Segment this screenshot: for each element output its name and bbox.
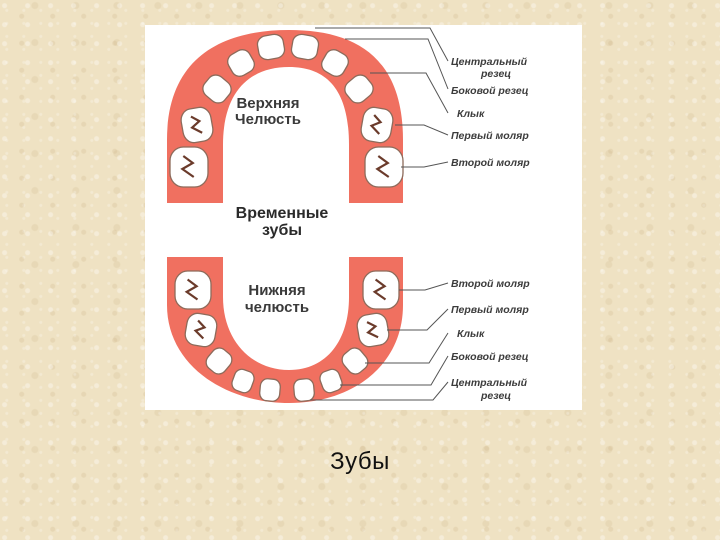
leader-lines xyxy=(310,27,449,401)
upper-gum-arch xyxy=(167,30,403,203)
label-upper-central-incisor-2: резец xyxy=(480,68,511,80)
lower-tooth-fissure xyxy=(366,321,379,339)
upper-jaw-title-line1: Верхняя xyxy=(236,95,299,112)
upper-jaw-title-line2: Челюсть xyxy=(235,111,301,128)
lower-tooth xyxy=(205,347,233,375)
lower-tooth-fissure xyxy=(184,278,199,301)
upper-tooth-crown xyxy=(180,106,214,144)
leader-line xyxy=(395,124,449,136)
upper-tooth-crown xyxy=(321,49,349,77)
leader-line xyxy=(345,38,449,90)
upper-tooth-crown xyxy=(202,74,232,104)
lower-tooth-crown xyxy=(293,378,315,402)
leader-line xyxy=(310,381,449,401)
lower-tooth xyxy=(174,270,212,310)
lower-tooth xyxy=(362,270,400,310)
label-lower-first-molar: Первый моляр xyxy=(451,304,529,316)
lower-tooth xyxy=(319,368,343,394)
leader-line xyxy=(387,308,449,331)
leader-line xyxy=(365,332,449,364)
label-upper-central-incisor-1: Центральный xyxy=(451,56,528,68)
lower-tooth-crown xyxy=(259,378,281,402)
lower-tooth-crown xyxy=(231,368,255,394)
upper-teeth xyxy=(169,33,404,188)
lower-teeth xyxy=(174,270,400,402)
upper-tooth xyxy=(227,49,255,77)
slide-caption: Зубы xyxy=(330,448,390,475)
lower-tooth xyxy=(259,378,281,402)
lower-tooth-fissure xyxy=(193,319,207,340)
lower-tooth xyxy=(356,312,390,348)
center-title-line2: зубы xyxy=(262,222,302,239)
upper-tooth xyxy=(202,74,232,104)
label-lower-central-incisor-2: резец xyxy=(480,390,511,402)
upper-tooth-crown xyxy=(360,106,394,144)
upper-tooth-fissure xyxy=(190,115,203,134)
lower-tooth-crown xyxy=(341,347,369,375)
teeth-diagram: Верхняя Челюсть Временные зубы Нижняя че… xyxy=(145,25,582,410)
upper-tooth xyxy=(364,146,404,188)
upper-tooth xyxy=(344,74,374,104)
label-upper-lateral-incisor: Боковой резец xyxy=(451,85,529,97)
upper-tooth xyxy=(256,33,286,61)
leader-line xyxy=(315,27,449,62)
upper-tooth xyxy=(180,106,214,144)
upper-tooth-fissure xyxy=(375,155,390,178)
upper-tooth xyxy=(290,33,320,61)
upper-tooth xyxy=(321,49,349,77)
label-lower-canine: Клык xyxy=(457,328,485,340)
lower-tooth xyxy=(293,378,315,402)
leader-line xyxy=(399,282,449,291)
lower-tooth-crown xyxy=(174,270,212,310)
upper-tooth-crown xyxy=(227,49,255,77)
label-upper-second-molar: Второй моляр xyxy=(451,157,530,169)
upper-tooth-crown xyxy=(364,146,404,188)
upper-tooth xyxy=(360,106,394,144)
lower-tooth-crown xyxy=(356,312,390,348)
label-lower-lateral-incisor: Боковой резец xyxy=(451,351,529,363)
label-lower-second-molar: Второй моляр xyxy=(451,278,530,290)
lower-tooth-crown xyxy=(319,368,343,394)
lower-jaw-title-line2: челюсть xyxy=(245,299,309,316)
teeth-diagram-svg: Верхняя Челюсть Временные зубы Нижняя че… xyxy=(167,27,530,403)
label-upper-canine: Клык xyxy=(457,108,485,120)
lower-tooth-fissure xyxy=(372,278,387,301)
leader-line xyxy=(370,72,449,114)
center-title-line1: Временные xyxy=(236,205,329,222)
upper-tooth-fissure xyxy=(369,114,383,135)
upper-tooth-fissure xyxy=(180,155,195,178)
lower-tooth-crown xyxy=(362,270,400,310)
upper-tooth xyxy=(169,146,209,188)
lower-tooth xyxy=(184,312,218,348)
leader-line xyxy=(340,355,449,386)
leader-line xyxy=(401,161,449,168)
lower-tooth-crown xyxy=(205,347,233,375)
label-lower-central-incisor-1: Центральный xyxy=(451,377,528,389)
upper-tooth-crown xyxy=(290,33,320,61)
lower-tooth xyxy=(341,347,369,375)
lower-tooth xyxy=(231,368,255,394)
upper-tooth-crown xyxy=(344,74,374,104)
upper-tooth-crown xyxy=(169,146,209,188)
lower-jaw-title-line1: Нижняя xyxy=(248,282,305,299)
lower-tooth-crown xyxy=(184,312,218,348)
upper-tooth-crown xyxy=(256,33,286,61)
label-upper-first-molar: Первый моляр xyxy=(451,130,529,142)
